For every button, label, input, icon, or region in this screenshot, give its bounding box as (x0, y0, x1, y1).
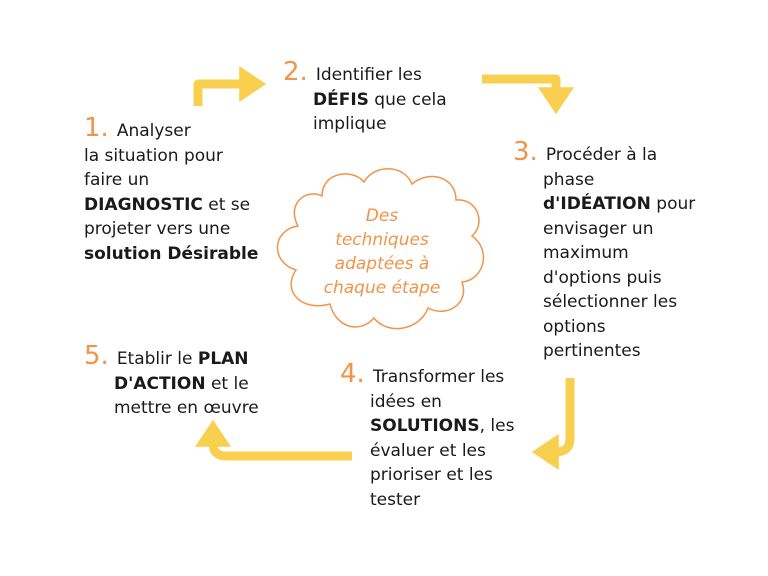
step-5-text: et le (205, 373, 249, 394)
step-4-text: évaluer et les (370, 440, 486, 461)
step-4-text: idées en (370, 391, 442, 412)
step-2-line: DÉFIS que cela (283, 88, 447, 113)
step-1-number: 1. (84, 113, 109, 143)
arrow-3-to-4 (531, 378, 575, 470)
step-3: 3. Procéder à la phase d'IDÉATION pour en… (513, 137, 695, 364)
step-1-text: et se (202, 194, 251, 215)
arrow-2-to-3 (482, 74, 574, 115)
step-4: 4. Transformer les idées en SOLUTIONS, le… (340, 359, 514, 512)
center-line: Des (365, 206, 399, 226)
step-3-number: 3. (513, 137, 538, 167)
center-cloud-text: Des techniques adaptées à chaque étape (312, 204, 452, 300)
step-3-text: d'options puis (543, 267, 662, 288)
step-5: 5. Etablir le PLAN D'ACTION et le mettre … (84, 341, 259, 421)
step-4-keyword: SOLUTIONS (370, 416, 480, 436)
step-3-text: Procéder à la (545, 145, 658, 165)
step-3-text: pour (650, 194, 696, 214)
arrow-4-to-5 (195, 419, 352, 461)
step-1-text: la situation pour (84, 145, 223, 166)
step-5-keyword: D'ACTION (114, 373, 206, 394)
step-4-text: prioriser et les (370, 465, 493, 485)
step-2-text: implique (313, 114, 387, 134)
step-5-keyword: PLAN (197, 349, 249, 369)
step-5-line: D'ACTION et le (84, 372, 259, 397)
step-3-text: sélectionner les (543, 292, 678, 312)
step-4-text: , les (479, 416, 515, 436)
step-5-number: 5. (84, 341, 109, 371)
step-4-number: 4. (340, 359, 365, 389)
step-3-keyword: d'IDÉATION (543, 194, 651, 214)
step-1-text: projeter vers une (84, 219, 231, 239)
step-2-number: 2. (283, 57, 308, 87)
step-5-line: 5. Etablir le PLAN (84, 341, 259, 372)
step-1-line: 1. Analyser (84, 113, 258, 144)
step-1-line: DIAGNOSTIC et se (84, 193, 258, 218)
step-5-text: mettre en œuvre (114, 398, 259, 418)
step-1-text: faire un (84, 170, 150, 190)
step-2-text: Identifier les (315, 65, 422, 85)
step-3-text: phase (543, 169, 595, 190)
step-3-text: envisager un (543, 218, 654, 239)
step-3-line: 3. Procéder à la (513, 137, 695, 168)
step-1-keyword: DIAGNOSTIC (84, 194, 203, 215)
step-3-text: maximum (543, 243, 629, 263)
step-4-text: Transformer les (372, 367, 505, 387)
step-1: 1. Analyser la situation pour faire un DI… (84, 113, 259, 266)
step-2-line: 2. Identifier les (283, 57, 447, 88)
step-1-keyword: solution Désirable (84, 243, 259, 264)
center-line: chaque étape (323, 278, 441, 298)
step-3-line: d'IDÉATION pour (513, 192, 695, 217)
step-3-text: options (543, 316, 606, 337)
step-1-text: Analyser (116, 121, 191, 141)
step-2-keyword: DÉFIS (313, 89, 369, 110)
step-4-line: 4. Transformer les (340, 359, 514, 390)
center-line: techniques (335, 230, 429, 250)
step-5-text: Etablir le (116, 349, 198, 369)
step-4-line: SOLUTIONS, les (340, 414, 514, 439)
step-3-text: pertinentes (543, 341, 641, 361)
step-2: 2. Identifier les DÉFIS que cela implique (283, 57, 447, 137)
center-line: adaptées à (334, 254, 430, 274)
step-2-text: que cela (368, 89, 447, 110)
arrow-1-to-2 (193, 66, 267, 106)
step-4-text: tester (370, 489, 421, 510)
